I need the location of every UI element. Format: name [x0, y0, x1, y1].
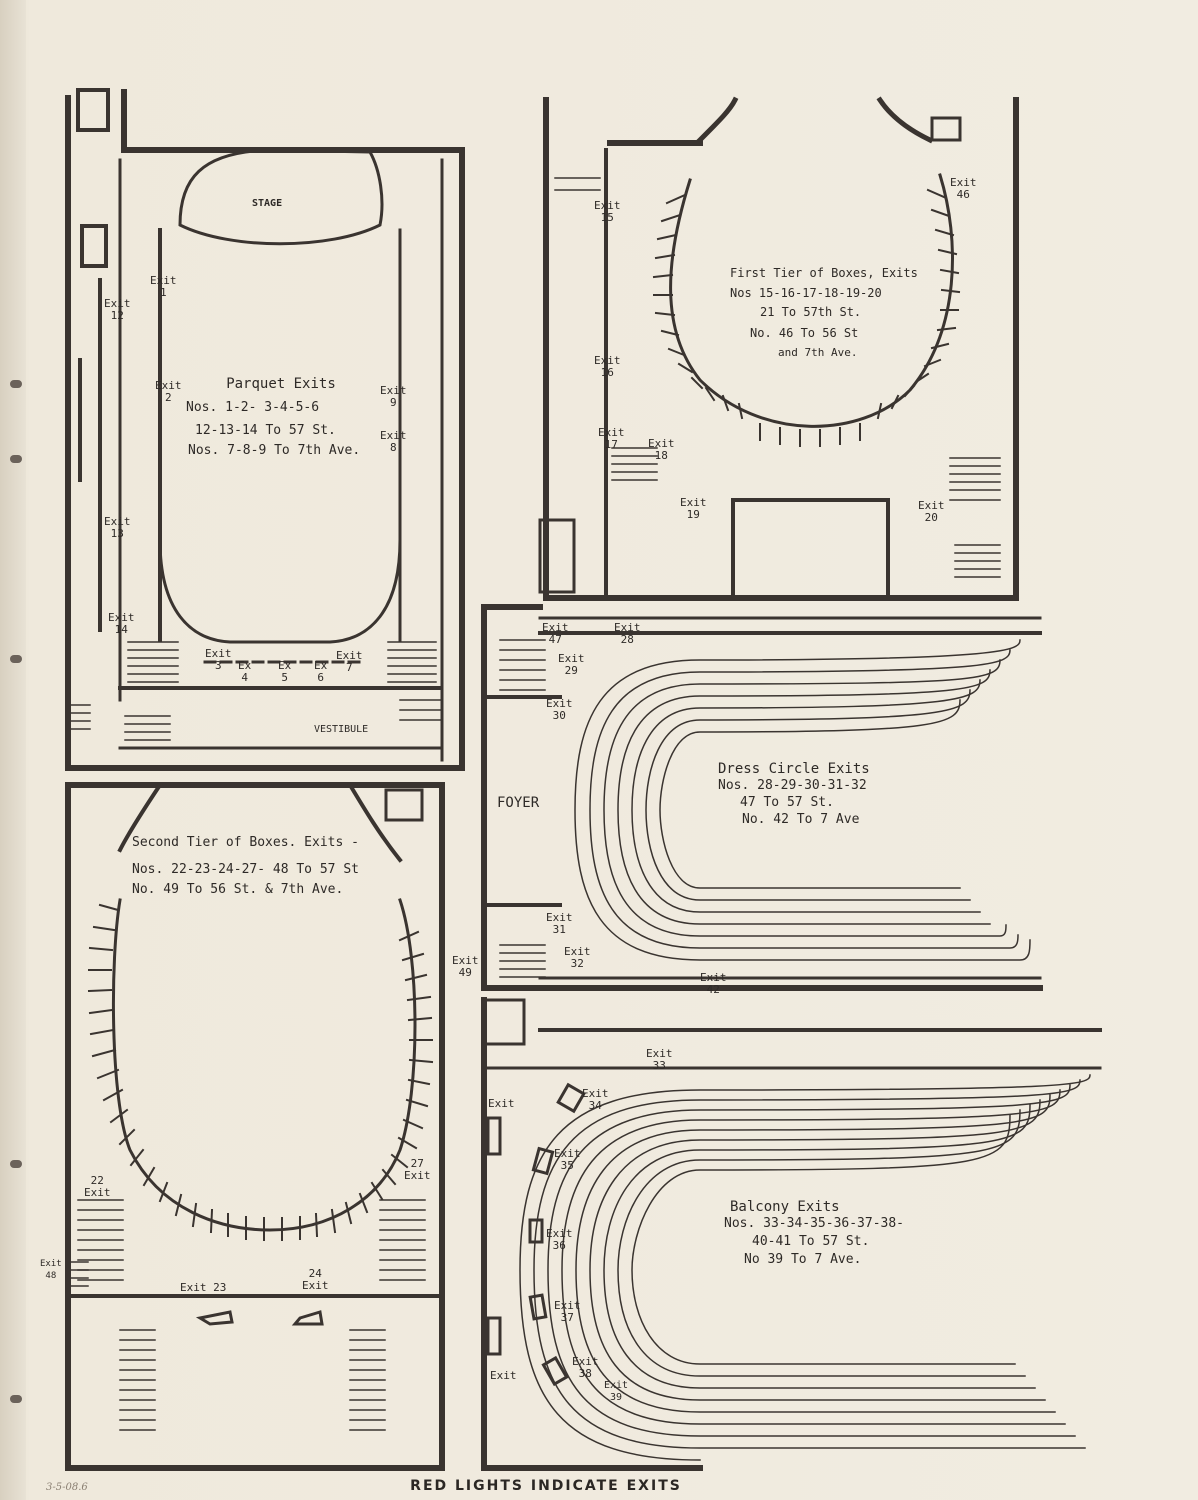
exit-30-label: Exit 30: [546, 697, 573, 722]
exit-left-upper-label: Exit: [488, 1097, 515, 1110]
exit-14-label: Exit 14: [108, 611, 135, 636]
binding-hole: [10, 455, 22, 463]
balcony-line2: 40-41 To 57 St.: [752, 1234, 870, 1249]
exit-9-label: Exit 9: [380, 384, 407, 409]
binding-hole: [10, 380, 22, 388]
first-tier-line2: 21 To 57th St.: [760, 305, 862, 319]
exit-1-label: Exit 1: [150, 274, 177, 299]
exit-12-label: Exit 12: [104, 297, 131, 322]
exit-13-label: Exit 13: [104, 515, 131, 540]
exit-34-label: Exit 34: [582, 1087, 609, 1112]
exit-4-label: Ex 4: [238, 659, 252, 684]
second-tier-line2: No. 49 To 56 St. & 7th Ave.: [132, 882, 344, 897]
exit-47-label: Exit 47: [542, 621, 569, 646]
dress-circle-plan: [481, 604, 1043, 991]
exit-32-label: Exit 32: [564, 945, 591, 970]
exit-7-label: Exit 7: [336, 649, 363, 674]
exit-left-lower-label: Exit: [490, 1369, 517, 1382]
binding-hole: [10, 1160, 22, 1168]
exit-18-label: Exit 18: [648, 437, 675, 462]
second-tier-title: Second Tier of Boxes. Exits -: [132, 835, 359, 850]
vestibule-label: VESTIBULE: [314, 724, 369, 735]
parquet-line1: Nos. 1-2- 3-4-5-6: [186, 400, 320, 415]
exit-38-label: Exit 38: [572, 1355, 599, 1380]
exit-16-label: Exit 16: [594, 354, 621, 379]
exit-42-label: Exit 42: [700, 971, 727, 996]
dress-circle-line3: No. 42 To 7 Ave: [742, 812, 860, 827]
exit-37-label: Exit 37: [554, 1299, 581, 1324]
first-tier-line3: No. 46 To 56 St: [750, 326, 859, 340]
exit-48-label: Exit 48: [40, 1259, 62, 1281]
foyer-label: FOYER: [497, 795, 540, 811]
exit-8-label: Exit 8: [380, 429, 407, 454]
exit-22-label: 22 Exit: [84, 1174, 111, 1199]
exit-5-label: Ex 5: [278, 659, 292, 684]
binding-edge: [0, 0, 26, 1500]
parquet-plan: [65, 88, 465, 771]
first-tier-plan: [538, 96, 1019, 601]
footer-caption: RED LIGHTS INDICATE EXITS: [410, 1478, 682, 1494]
exit-2-label: Exit 2: [155, 379, 182, 404]
first-tier-title: First Tier of Boxes, Exits: [730, 266, 918, 280]
balcony-plan: [481, 997, 1102, 1471]
binding-hole: [10, 1395, 22, 1403]
exit-23-label: Exit 23: [180, 1281, 227, 1294]
margin-note: 3-5-08.6: [46, 1482, 88, 1493]
stage-label: STAGE: [252, 198, 283, 209]
parquet-title: Parquet Exits: [226, 376, 336, 392]
exit-36-label: Exit 36: [546, 1227, 573, 1252]
dress-circle-title: Dress Circle Exits: [718, 761, 870, 777]
balcony-line3: No 39 To 7 Ave.: [744, 1252, 862, 1267]
exit-28-label: Exit 28: [614, 621, 641, 646]
exit-39-label: Exit 39: [604, 1380, 629, 1403]
first-tier-line4: and 7th Ave.: [778, 346, 858, 359]
exit-35-label: Exit 35: [554, 1147, 581, 1172]
first-tier-line1: Nos 15-16-17-18-19-20: [730, 286, 882, 300]
exit-46-label: Exit 46: [950, 176, 977, 201]
exit-33-label: Exit 33: [646, 1047, 673, 1072]
exit-6-label: Ex 6: [314, 659, 328, 684]
exit-27-label: 27 Exit: [404, 1157, 431, 1182]
parquet-line3: Nos. 7-8-9 To 7th Ave.: [188, 443, 361, 458]
exit-20-label: Exit 20: [918, 499, 945, 524]
dress-circle-line1: Nos. 28-29-30-31-32: [718, 778, 867, 793]
exit-24-label: 24 Exit: [302, 1267, 329, 1292]
balcony-line1: Nos. 33-34-35-36-37-38-: [724, 1216, 905, 1231]
exit-29-label: Exit 29: [558, 652, 585, 677]
second-tier-line1: Nos. 22-23-24-27- 48 To 57 St: [132, 862, 359, 877]
exit-49-label: Exit 49: [452, 954, 479, 979]
exit-19-label: Exit 19: [680, 496, 707, 521]
exit-15-label: Exit 15: [594, 199, 621, 224]
second-tier-plan: [65, 782, 445, 1471]
exit-3-label: Exit 3: [205, 647, 232, 672]
binding-hole: [10, 655, 22, 663]
exit-31-label: Exit 31: [546, 911, 573, 936]
balcony-title: Balcony Exits: [730, 1199, 840, 1215]
parquet-line2: 12-13-14 To 57 St.: [195, 423, 336, 438]
dress-circle-line2: 47 To 57 St.: [740, 795, 834, 810]
exit-17-label: Exit 17: [598, 426, 625, 451]
